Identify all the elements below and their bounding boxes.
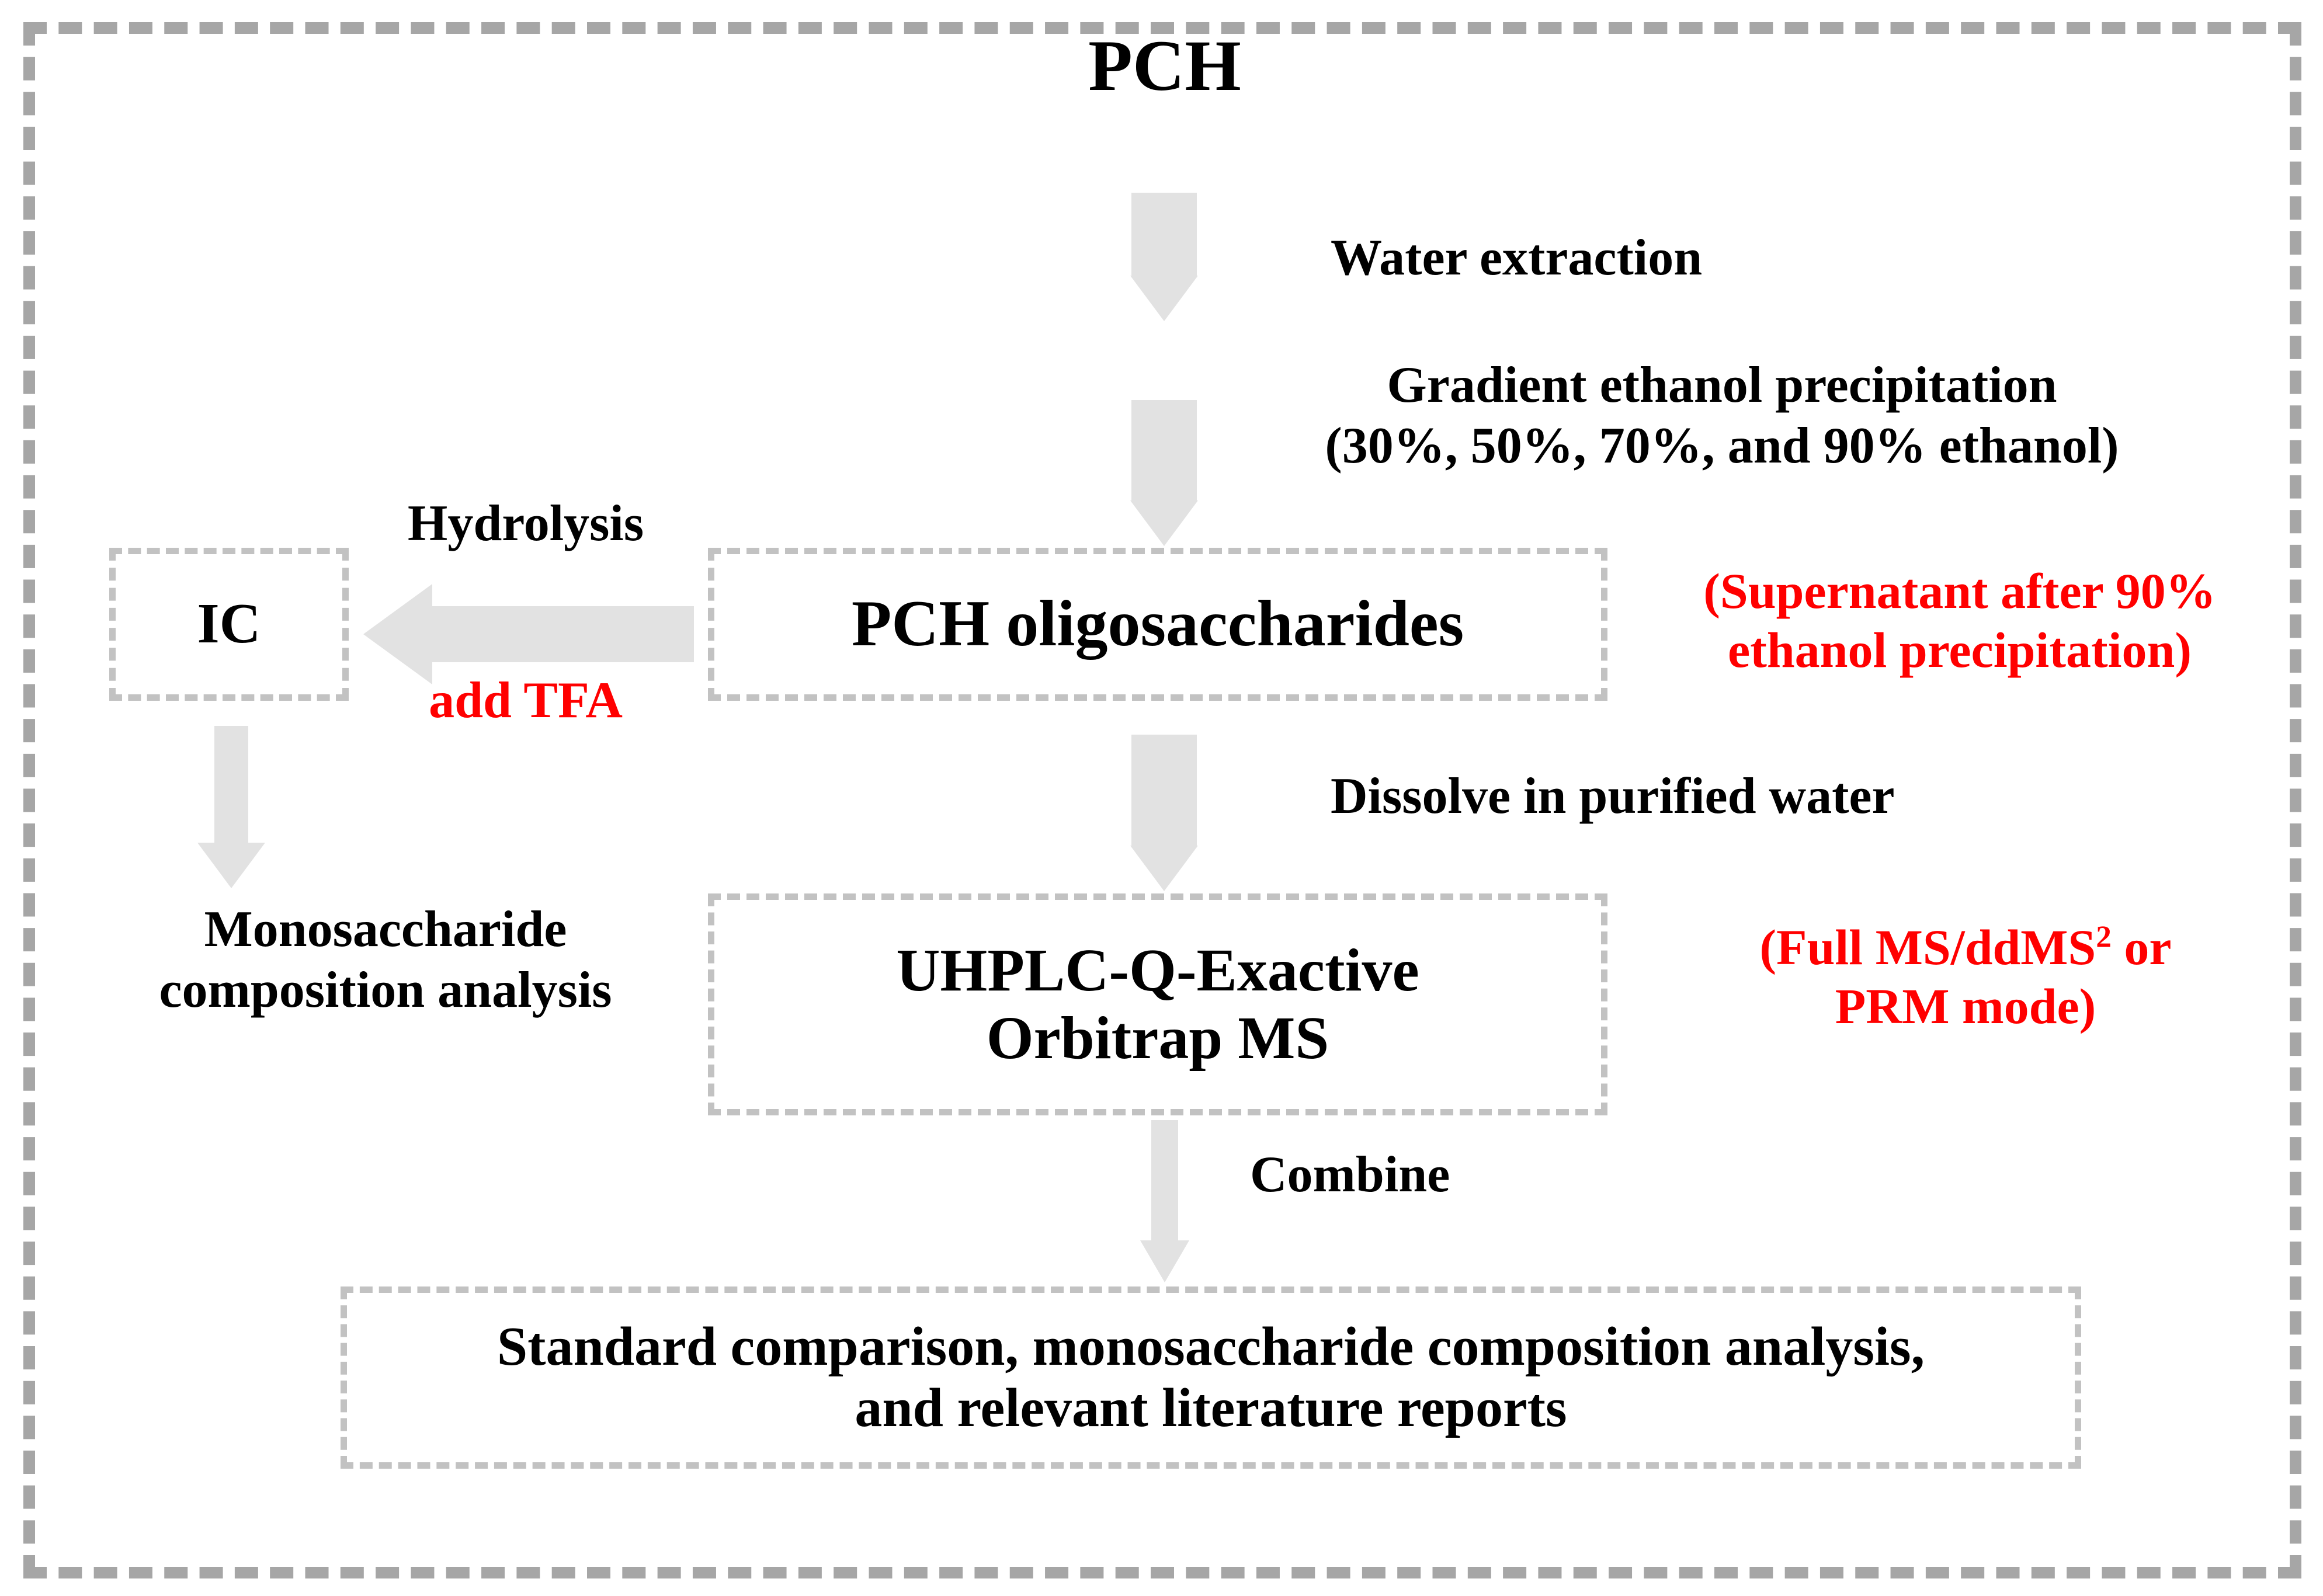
edge-label-gradient-precipitation: Gradient ethanol precipitation (30%, 50%… xyxy=(1325,357,2119,474)
ms-mode-superscript: 2 xyxy=(2096,919,2112,954)
node-ic-label: IC xyxy=(197,592,261,656)
arrow-head-icon xyxy=(363,584,432,684)
arrow-down-ic-to-monosaccharide xyxy=(197,726,265,888)
node-ic[interactable]: IC xyxy=(109,548,349,701)
arrow-head-icon xyxy=(1140,1240,1189,1282)
arrow-shaft xyxy=(1131,735,1197,846)
arrow-down-combine xyxy=(1140,1120,1189,1282)
arrow-shaft xyxy=(214,726,248,843)
ms-mode-prefix: (Full MS/ddMS xyxy=(1759,919,2096,975)
edge-label-hydrolysis: Hydrolysis xyxy=(407,495,644,552)
arrow-down-dissolve xyxy=(1130,735,1198,891)
arrow-head-icon xyxy=(1130,276,1198,321)
edge-label-combine: Combine xyxy=(1250,1146,1450,1203)
node-uhplc-orbitrap-ms-label: UHPLC-Q-Exactive Orbitrap MS xyxy=(896,936,1419,1072)
arrow-head-icon xyxy=(1130,500,1198,546)
node-conclusion-label: Standard comparison, monosaccharide comp… xyxy=(496,1316,1925,1438)
node-conclusion[interactable]: Standard comparison, monosaccharide comp… xyxy=(341,1286,2081,1469)
annotation-ms-mode: (Full MS/ddMS2 or PRM mode) xyxy=(1647,918,2284,1037)
arrow-shaft xyxy=(432,606,694,662)
node-pch-oligosaccharides-label: PCH oligosaccharides xyxy=(851,587,1464,660)
arrow-down-water-extraction xyxy=(1130,193,1198,321)
ms-mode-suffix: or PRM mode) xyxy=(1835,919,2172,1035)
arrow-left-hydrolysis xyxy=(363,584,694,684)
edge-label-water-extraction: Water extraction xyxy=(1331,230,1703,286)
edge-label-dissolve: Dissolve in purified water xyxy=(1331,768,1895,825)
arrow-head-icon xyxy=(1130,846,1198,891)
arrow-down-gradient-precipitation xyxy=(1130,400,1198,546)
arrow-shaft xyxy=(1151,1120,1178,1240)
arrow-head-icon xyxy=(197,843,265,888)
node-pch-oligosaccharides[interactable]: PCH oligosaccharides xyxy=(708,548,1607,701)
node-uhplc-orbitrap-ms[interactable]: UHPLC-Q-Exactive Orbitrap MS xyxy=(708,893,1607,1115)
output-monosaccharide-composition-analysis: Monosaccharide composition analysis xyxy=(159,901,612,1018)
edge-label-add-tfa: add TFA xyxy=(429,672,623,729)
outer-dashed-frame xyxy=(23,22,2301,1578)
arrow-shaft xyxy=(1131,400,1197,500)
page-title: PCH xyxy=(1088,26,1241,106)
arrow-shaft xyxy=(1131,193,1197,276)
annotation-supernatant: (Supernatant after 90% ethanol precipita… xyxy=(1703,563,2216,679)
